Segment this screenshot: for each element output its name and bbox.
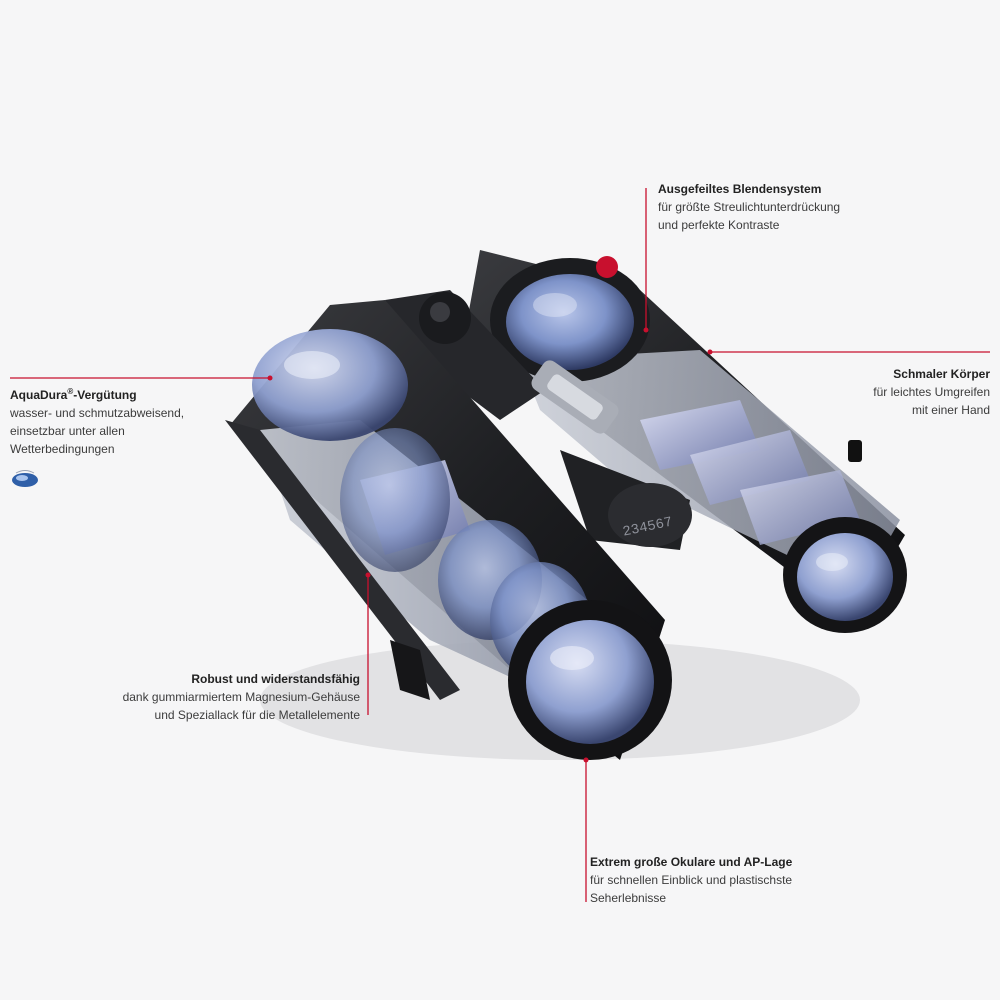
callout-robust-title: Robust und widerstandsfähig xyxy=(191,672,360,686)
callout-robust-line-2: und Speziallack für die Metallelemente xyxy=(154,708,360,722)
callout-blendensystem-title: Ausgefeiltes Blendensystem xyxy=(658,182,822,196)
callout-blendensystem-line-1: für größte Streulichtunterdrückung xyxy=(658,200,841,214)
callout-aquadura-line-2: einsetzbar unter allen xyxy=(10,424,125,438)
callout-schmaler-koerper-line-2: mit einer Hand xyxy=(911,403,990,417)
callout-okulare-title: Extrem große Okulare und AP-Lage xyxy=(590,855,793,869)
callout-schmaler-koerper-line-1: für leichtes Umgreifen xyxy=(873,385,990,399)
callout-robust: Robust und widerstandsfähig dank gummiar… xyxy=(80,670,360,724)
leader-lines xyxy=(10,188,990,902)
callout-robust-line-1: dank gummiarmiertem Magnesium-Gehäuse xyxy=(122,690,360,704)
callout-schmaler-koerper: Schmaler Körper für leichtes Umgreifen m… xyxy=(820,365,990,419)
callout-aquadura-title: AquaDura®-Vergütung xyxy=(10,387,137,403)
bridge-focus-mechanism xyxy=(385,290,619,434)
red-brand-dot-icon xyxy=(596,256,618,278)
callout-aquadura-line-3: Wetterbedingungen xyxy=(10,442,115,456)
left-objective-lens xyxy=(252,329,408,441)
left-barrel xyxy=(225,300,672,760)
callout-blendensystem: Ausgefeiltes Blendensystem für größte St… xyxy=(658,180,888,234)
callout-okulare-line-1: für schnellen Einblick und plastischste xyxy=(590,873,793,887)
water-drop-badge-icon xyxy=(12,470,38,487)
callout-schmaler-koerper-title: Schmaler Körper xyxy=(893,367,990,381)
callout-aquadura-line-1: wasser- und schmutzabweisend, xyxy=(10,406,185,420)
focus-drum: 234567 xyxy=(560,450,692,550)
callout-aquadura: AquaDura®-Vergütung wasser- und schmutza… xyxy=(10,386,220,458)
callout-okulare-line-2: Seherlebnisse xyxy=(590,891,667,905)
callout-blendensystem-line-2: und perfekte Kontraste xyxy=(658,218,780,232)
callout-okulare: Extrem große Okulare und AP-Lage für sch… xyxy=(590,853,850,907)
